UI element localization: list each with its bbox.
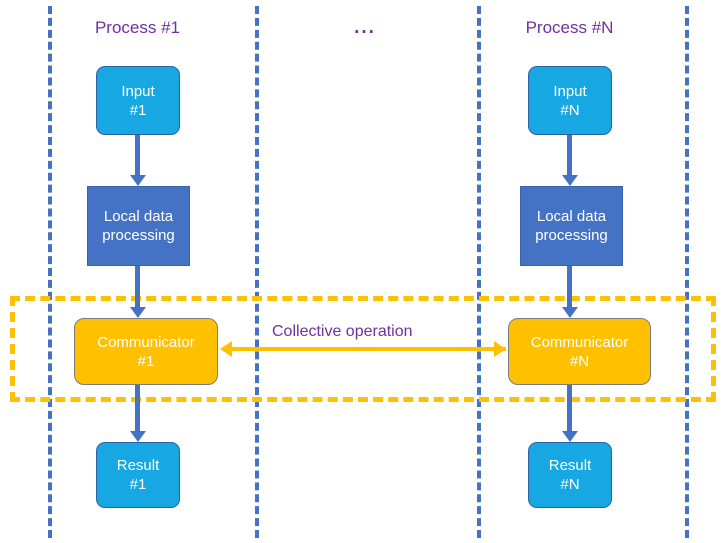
input-box-n-line1: Input	[553, 82, 587, 100]
flow-arrowhead-input-to-processing-n	[561, 175, 578, 186]
input-box-n-line2: #N	[560, 101, 580, 119]
communicator-box-n-line1: Communicator	[530, 333, 629, 351]
result-box-1-line1: Result	[116, 457, 160, 474]
processing-box-1-line1: Local data	[103, 208, 174, 225]
process-divider-2	[255, 6, 259, 538]
flow-arrowhead-processing-to-communicator-1	[129, 307, 146, 318]
flow-arrow-communicator-to-result-n	[567, 385, 572, 433]
result-box-1-line2: #1	[129, 476, 147, 493]
collective-arrow-line	[231, 347, 506, 351]
process-divider-3	[477, 6, 481, 538]
flow-arrowhead-processing-to-communicator-n	[561, 307, 578, 318]
process-ellipsis-label: ...	[354, 17, 376, 38]
collective-arrowhead-left	[220, 341, 232, 357]
input-box-1-line2: #1	[129, 101, 147, 119]
flow-arrow-processing-to-communicator-1	[135, 266, 140, 309]
processing-box-n[interactable]: Local data processing	[520, 186, 623, 266]
process-divider-4	[685, 6, 689, 538]
process-1-title: Process #1	[94, 18, 181, 37]
input-box-1-line1: Input	[121, 82, 155, 100]
input-box-1[interactable]: Input #1	[96, 66, 180, 135]
result-box-n-line1: Result	[548, 457, 592, 474]
flow-arrow-input-to-processing-n	[567, 135, 572, 177]
collective-arrowhead-right	[494, 341, 506, 357]
communicator-box-1[interactable]: Communicator #1	[74, 318, 218, 385]
flow-arrowhead-communicator-to-result-n	[561, 431, 578, 442]
communicator-box-1-line2: #1	[137, 352, 155, 370]
processing-box-1[interactable]: Local data processing	[87, 186, 190, 266]
collective-operation-region	[10, 296, 716, 402]
process-n-title: Process #N	[525, 18, 614, 37]
communicator-box-n[interactable]: Communicator #N	[508, 318, 651, 385]
flow-arrow-communicator-to-result-1	[135, 385, 140, 433]
input-box-n[interactable]: Input #N	[528, 66, 612, 135]
flow-arrow-processing-to-communicator-n	[567, 266, 572, 309]
result-box-n-line2: #N	[560, 476, 580, 493]
communicator-box-n-line2: #N	[569, 352, 590, 370]
processing-box-1-line2: processing	[102, 227, 175, 244]
flow-arrowhead-communicator-to-result-1	[129, 431, 146, 442]
result-box-n[interactable]: Result #N	[528, 442, 612, 508]
flow-arrow-input-to-processing-1	[135, 135, 140, 177]
result-box-1[interactable]: Result #1	[96, 442, 180, 508]
flow-arrowhead-input-to-processing-1	[129, 175, 146, 186]
collective-operation-label: Collective operation	[268, 322, 417, 341]
communicator-box-1-line1: Communicator	[97, 333, 195, 351]
processing-box-n-line1: Local data	[536, 208, 607, 225]
processing-box-n-line2: processing	[535, 227, 608, 244]
process-divider-1	[48, 6, 52, 538]
